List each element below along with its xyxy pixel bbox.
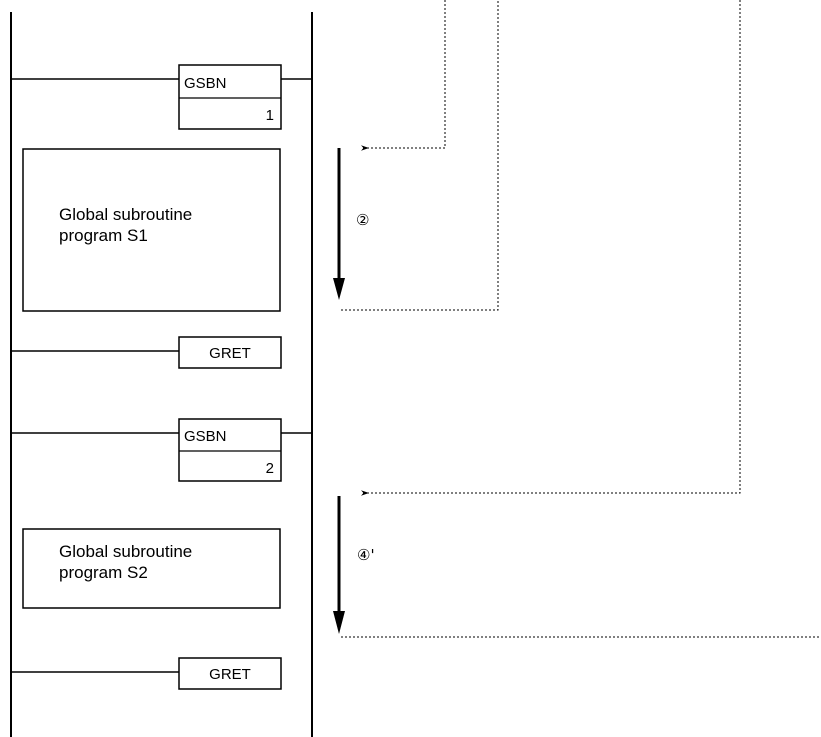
execution-arrow-step-4 xyxy=(333,496,345,634)
subroutine-s2-line2: program S2 xyxy=(59,563,148,582)
call-path-1-dotted-line xyxy=(361,0,446,151)
subroutine-s2: Global subroutine program S2 xyxy=(22,528,281,609)
gret-1-rung: GRET xyxy=(11,336,282,369)
call-path-2-dotted-line xyxy=(361,0,741,496)
gret-1-box xyxy=(178,336,282,369)
gret-2-instruction: GRET xyxy=(209,666,251,683)
subroutine-s2-line1: Global subroutine xyxy=(59,542,192,561)
gsbn-2-box xyxy=(178,418,282,482)
subroutine-s2-box xyxy=(22,528,281,609)
gret-2-box xyxy=(178,657,282,690)
step-4-marker: ④' xyxy=(357,546,375,564)
gsbn-1-box xyxy=(178,64,282,130)
gsbn-1-operand: 1 xyxy=(266,107,274,124)
gsbn-2-operand: 2 xyxy=(266,460,274,477)
gret-1-instruction: GRET xyxy=(209,345,251,362)
subroutine-s1-line1: Global subroutine xyxy=(59,205,192,224)
gret-2-rung: GRET xyxy=(11,657,282,690)
gsbn-1-instruction: GSBN xyxy=(184,75,227,92)
subroutine-s1-line2: program S1 xyxy=(59,226,148,245)
step-2-marker: ② xyxy=(356,211,369,229)
subroutine-s1-box xyxy=(22,148,281,312)
execution-arrow-step-2 xyxy=(333,148,345,300)
gsbn-1-rung: GSBN 1 xyxy=(11,64,312,130)
gsbn-2-instruction: GSBN xyxy=(184,428,227,445)
return-path-1-dotted-line xyxy=(341,0,499,311)
gsbn-2-rung: GSBN 2 xyxy=(11,418,312,482)
subroutine-s1: Global subroutine program S1 xyxy=(22,148,281,312)
